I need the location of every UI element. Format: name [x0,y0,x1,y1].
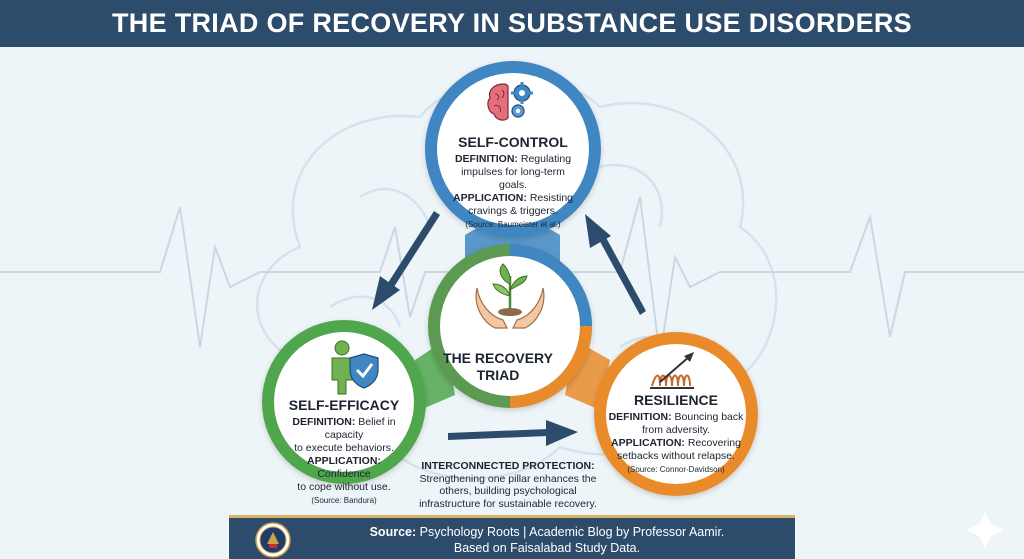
self-efficacy-app-label: APPLICATION: [307,455,381,467]
interconnected-line2: others, building psychological [439,485,577,497]
self-control-app-line2: cravings & triggers. [468,205,558,217]
self-control-source: (Source: Baumeister et al.) [465,220,561,229]
arrow-resilience-to-control-icon [585,214,646,315]
self-efficacy-app-line2: to cope without use. [297,481,391,493]
ring-resilience [594,332,758,496]
interconnected-line3: infrastructure for sustainable recovery. [419,497,597,510]
resilience-panel: RESILIENCE DEFINITION: Bouncing back fro… [606,392,746,475]
title-bar: THE TRIAD OF RECOVERY IN SUBSTANCE USE D… [0,0,1024,47]
self-control-def-line2: impulses for long-term goals. [461,166,565,191]
self-control-app-label: APPLICATION: [453,192,527,204]
resilience-def-line1: Bouncing back [674,411,744,423]
footer-source-label: Source: [369,525,417,539]
footer-line1: Psychology Roots | Academic Blog by Prof… [419,525,725,539]
footer-text: Source: Psychology Roots | Academic Blog… [317,524,777,556]
ring-self-efficacy [262,320,426,484]
page-title: THE TRIAD OF RECOVERY IN SUBSTANCE USE D… [112,8,912,38]
self-efficacy-def-line1: Belief in capacity [324,416,396,441]
person-shield-icon [331,340,379,395]
university-seal-icon [255,522,291,558]
resilience-def-label: DEFINITION: [608,411,672,423]
self-control-def-label: DEFINITION: [454,153,518,165]
self-efficacy-app-line1: Confidence [317,468,371,480]
self-control-def-line1: Regulating [520,153,572,165]
resilience-def-line2: from adversity. [641,424,711,436]
resilience-app-line2: setbacks without relapse. [617,450,735,462]
arrow-control-to-efficacy-icon [372,211,440,310]
self-control-app-line1: Resisting [529,192,573,204]
arrow-efficacy-to-resilience-icon [448,420,578,446]
footer-line2: Based on Faisalabad Study Data. [453,541,641,555]
ring-center [428,244,592,408]
interconnected-protection: INTERCONNECTED PROTECTION: Strengthening… [408,460,608,510]
self-efficacy-def-label: DEFINITION: [292,416,356,428]
self-efficacy-panel: SELF-EFFICACY DEFINITION: Belief in capa… [280,397,408,506]
center-title-line1: THE RECOVERY [443,350,553,366]
spring-arrow-icon [650,352,694,389]
resilience-heading: RESILIENCE [633,392,718,408]
interconnected-line1: Strengthening one pillar enhances the [419,472,597,485]
resilience-app-line1: Recovering [687,437,741,449]
interconnected-heading: INTERCONNECTED PROTECTION: [421,460,595,472]
self-efficacy-def-line2: to execute behaviors. [294,442,394,454]
brain-gears-icon [487,82,533,121]
resilience-app-label: APPLICATION: [611,437,685,449]
self-control-panel: SELF-CONTROL DEFINITION: Regulating impu… [448,134,578,230]
self-efficacy-heading: SELF-EFFICACY [288,397,400,413]
hands-sprout-icon [475,263,545,329]
ring-self-control [425,61,601,237]
footer-bar: Source: Psychology Roots | Academic Blog… [229,515,795,559]
resilience-source: (Source: Connor-Davidson) [627,465,725,474]
center-title-line2: TRIAD [476,367,520,383]
center-title: THE RECOVERY TRIAD [430,350,566,384]
self-control-heading: SELF-CONTROL [458,134,568,150]
self-efficacy-source: (Source: Bandura) [311,496,377,505]
